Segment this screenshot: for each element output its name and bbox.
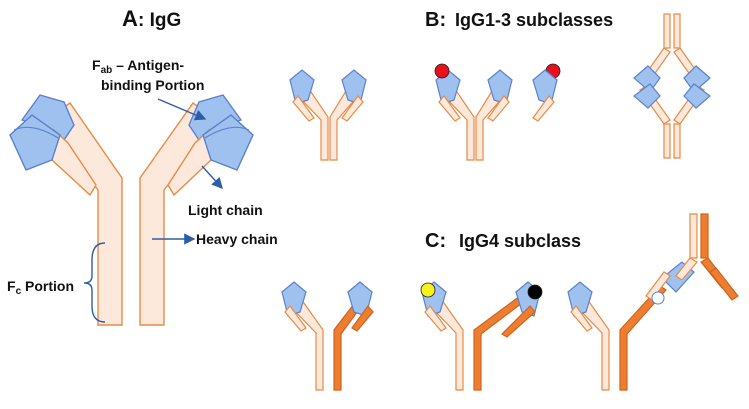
fab-arrow [157,98,207,121]
right-light-chain [167,114,254,197]
panel-b-title: IgG1-3 subclasses [455,10,613,30]
igg4-antibody-3 [567,213,739,391]
fc-label: Fc Portion [7,278,74,297]
left-heavy-chain [20,94,123,326]
panel-a-letter: A [122,6,138,31]
igg4-antibody-2 [420,281,543,391]
igg1-3-antibody-2 [434,63,561,161]
yellow-bead [420,282,436,298]
fc-label-main: F [7,278,16,294]
fab-label: Fab – Antigen- binding Portion [92,57,204,93]
svg-text:Fab – Antigen-: Fab – Antigen- [92,57,184,76]
white-bead [651,291,665,305]
panel-c-title: IgG4 subclass [459,231,581,251]
heavy-chain-label: Heavy chain [196,231,278,247]
fc-brace [83,242,106,323]
panel-a-title: : IgG [138,10,181,31]
igg-large-antibody [9,94,254,326]
panel-c: C: IgG4 subclass [281,213,739,391]
panel-c-letter: C: [425,230,446,252]
igg4-antibody-1 [281,281,374,391]
fab-label-rest: – Antigen- [112,57,184,73]
fc-label-rest: Portion [21,278,74,294]
fab-label-sub: ab [101,65,113,76]
fc-label-sub: c [16,286,22,297]
fab-label-line2: binding Portion [101,77,204,93]
black-bead [527,284,543,300]
panel-b-letter: B: [425,9,446,31]
fab-label-main: F [92,57,101,73]
panel-a: A : IgG [7,6,278,326]
panel-b: B: IgG1-3 subclasses [289,9,711,161]
left-light-chain [9,114,97,197]
red-bead-left [434,63,450,79]
light-chain-label: Light chain [188,202,263,218]
igg1-3-antibody-1 [289,69,367,161]
igg1-3-antibody-3 [633,13,711,159]
light-chain-arrow [201,165,223,190]
